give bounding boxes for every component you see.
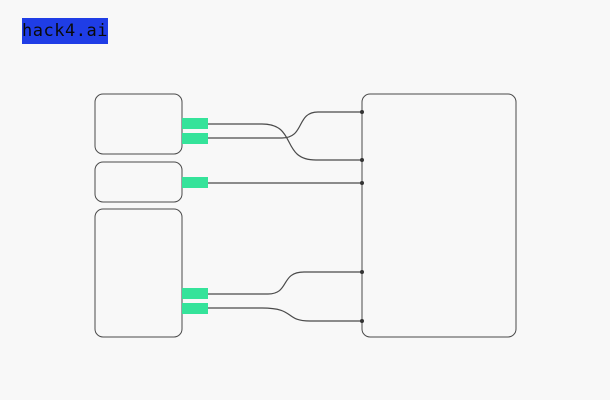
connection-c1-to-target[interactable]: [207, 271, 362, 295]
connection-a2-to-target[interactable]: [207, 111, 362, 139]
output-port-a2[interactable]: [182, 133, 208, 144]
connection-c2-to-target[interactable]: [207, 307, 362, 322]
node-source-a[interactable]: [94, 93, 183, 155]
output-port-b[interactable]: [182, 177, 208, 188]
output-port-a1[interactable]: [182, 118, 208, 129]
input-pin-3[interactable]: [360, 181, 364, 185]
output-port-c2[interactable]: [182, 303, 208, 314]
input-pin-4[interactable]: [360, 270, 364, 274]
node-target[interactable]: [361, 93, 517, 338]
input-pin-5[interactable]: [360, 319, 364, 323]
node-source-c[interactable]: [94, 208, 183, 338]
input-pin-2[interactable]: [360, 158, 364, 162]
input-pin-1[interactable]: [360, 110, 364, 114]
node-source-b[interactable]: [94, 161, 183, 203]
connection-a1-to-target[interactable]: [207, 123, 362, 161]
output-port-c1[interactable]: [182, 288, 208, 299]
hack4ai-logo: hack4.ai: [22, 18, 108, 44]
